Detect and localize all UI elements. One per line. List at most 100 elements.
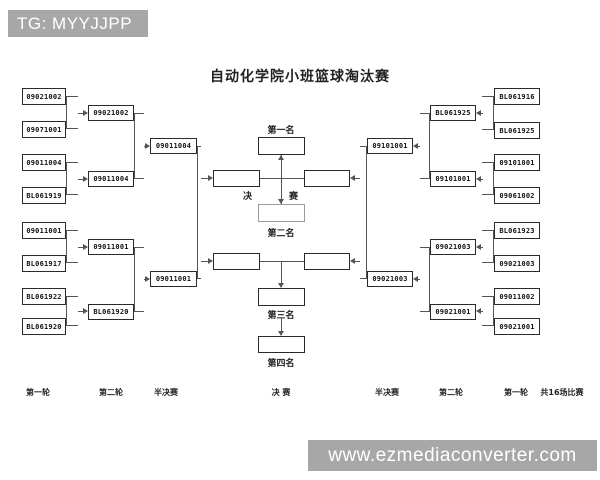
third-place-match-left-box — [213, 253, 260, 270]
connector-bracket — [66, 162, 78, 195]
team-box: 09011002 — [494, 288, 540, 305]
connector-bracket — [360, 146, 367, 279]
connector-line — [281, 318, 282, 331]
team-box: 09101001 — [494, 154, 540, 171]
final-label-right-char: 赛 — [289, 192, 299, 202]
finalist-right-box — [304, 170, 350, 187]
arrow-left-icon — [476, 244, 481, 250]
connector-line — [78, 247, 83, 248]
team-box: 09011001 — [22, 222, 66, 239]
arrow-right-icon — [83, 176, 88, 182]
round-label-semifinal-right: 半决赛 — [375, 388, 399, 397]
page-title: 自动化学院小班篮球淘汰赛 — [210, 69, 390, 85]
team-box: 09021002 — [22, 88, 66, 105]
team-box: 09011001 — [88, 239, 134, 255]
team-box: 09101001 — [367, 138, 413, 154]
team-box: BL061923 — [494, 222, 540, 239]
team-box: 09021003 — [494, 255, 540, 272]
connector-line — [260, 178, 304, 179]
connector-line — [78, 179, 83, 180]
connector-line — [281, 261, 282, 283]
arrow-right-icon — [208, 175, 213, 181]
connector-line — [260, 261, 304, 262]
team-box: 09011004 — [22, 154, 66, 171]
connector-line — [201, 261, 208, 262]
third-place-box — [258, 288, 305, 306]
team-box: BL061925 — [430, 105, 476, 121]
connector-bracket — [482, 296, 494, 326]
first-place-label: 第一名 — [267, 126, 295, 136]
arrow-left-icon — [350, 175, 355, 181]
team-box: BL061916 — [494, 88, 540, 105]
arrow-left-icon — [413, 143, 418, 149]
arrow-left-icon — [476, 308, 481, 314]
final-label-left-char: 决 — [243, 192, 253, 202]
team-box: 09021001 — [430, 304, 476, 320]
team-box: BL061925 — [494, 122, 540, 139]
round-label-first-round-left: 第一轮 — [26, 388, 50, 397]
connector-line — [201, 178, 208, 179]
header-watermark-badge: TG: MYYJJPP — [8, 10, 148, 37]
footer-watermark-badge: www.ezmediaconverter.com — [308, 440, 597, 471]
team-box: 09021001 — [494, 318, 540, 335]
connector-line — [355, 178, 360, 179]
connector-line — [481, 311, 483, 312]
team-box: 09011001 — [150, 271, 197, 287]
team-box: 09101001 — [430, 171, 476, 187]
round-label-semifinal-left: 半决赛 — [154, 388, 178, 397]
team-box: BL061919 — [22, 187, 66, 204]
arrow-left-icon — [476, 176, 481, 182]
second-place-box — [258, 204, 305, 222]
team-box: 09061002 — [494, 187, 540, 204]
third-place-label: 第三名 — [267, 311, 295, 321]
total-matches-label: 共16场比赛 — [540, 388, 584, 397]
header-watermark-text: TG: MYYJJPP — [17, 13, 133, 33]
team-box: 09011004 — [150, 138, 197, 154]
team-box: 09021003 — [430, 239, 476, 255]
fourth-place-label: 第四名 — [267, 359, 295, 369]
team-box: 09071001 — [22, 121, 66, 138]
connector-line — [418, 146, 420, 147]
arrow-right-icon — [83, 110, 88, 116]
connector-bracket — [420, 113, 430, 179]
fourth-place-box — [258, 336, 305, 353]
arrow-right-icon — [83, 244, 88, 250]
connector-bracket — [482, 162, 494, 195]
arrow-right-icon — [145, 143, 150, 149]
connector-bracket — [66, 230, 78, 263]
round-label-second-round-left: 第二轮 — [99, 388, 123, 397]
champion-box — [258, 137, 305, 155]
team-box: 09011004 — [88, 171, 134, 187]
connector-bracket — [197, 146, 201, 279]
finalist-left-box — [213, 170, 260, 187]
connector-bracket — [420, 247, 430, 312]
team-box: BL061920 — [88, 304, 134, 320]
connector-line — [481, 113, 483, 114]
connector-line — [481, 179, 483, 180]
round-label-second-round-right: 第二轮 — [439, 388, 463, 397]
arrow-right-icon — [145, 276, 150, 282]
team-box: 09021003 — [367, 271, 413, 287]
arrow-down-icon — [278, 199, 284, 204]
second-place-label: 第二名 — [267, 229, 295, 239]
connector-line — [78, 311, 83, 312]
round-label-first-round-right: 第一轮 — [504, 388, 528, 397]
connector-bracket — [482, 230, 494, 263]
connector-bracket — [482, 96, 494, 130]
arrow-right-icon — [208, 258, 213, 264]
arrow-down-icon — [278, 331, 284, 336]
arrow-up-icon — [278, 155, 284, 160]
connector-line — [481, 247, 483, 248]
arrow-left-icon — [350, 258, 355, 264]
team-box: BL061922 — [22, 288, 66, 305]
footer-watermark-text: www.ezmediaconverter.com — [328, 444, 577, 466]
connector-bracket — [134, 247, 144, 312]
round-label-final: 决 赛 — [271, 388, 291, 397]
connector-bracket — [66, 296, 78, 326]
connector-bracket — [66, 96, 78, 129]
third-place-match-right-box — [304, 253, 350, 270]
arrow-down-icon — [278, 283, 284, 288]
connector-line — [281, 155, 282, 204]
connector-line — [78, 113, 83, 114]
